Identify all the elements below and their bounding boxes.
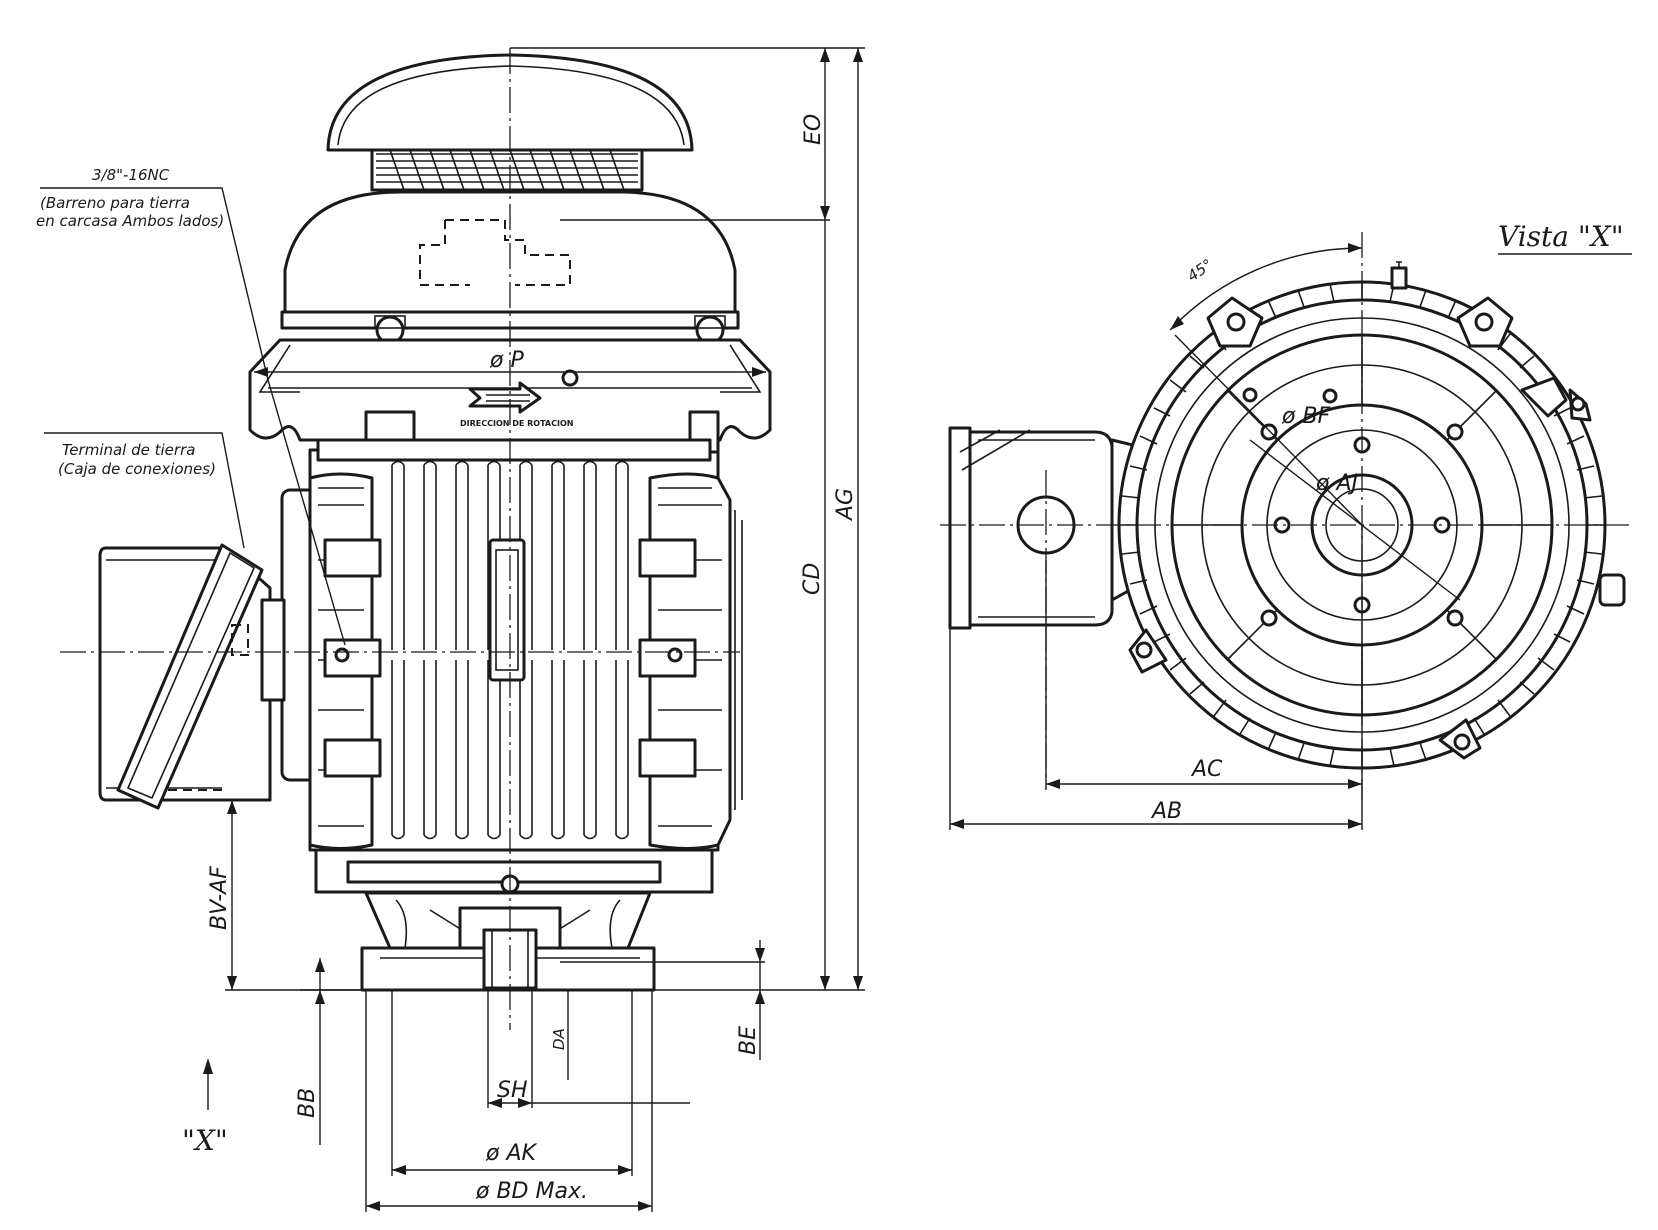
side-view: DIRECCION DE ROTACION [36, 47, 865, 1212]
dim-be-label: BE [736, 1026, 761, 1055]
terminal-box [98, 543, 286, 810]
dim-da-label: DA [550, 1028, 568, 1050]
dim-sh [487, 990, 690, 1108]
bf-dim-line [1249, 439, 1461, 601]
grease-fitting [1390, 261, 1408, 290]
view-title: Vista "X" [1498, 220, 1624, 253]
angle-ref-line [1174, 334, 1363, 526]
dim-bb [300, 958, 362, 1145]
ground-terminal-1: Terminal de tierra [62, 441, 195, 459]
ground-hole-desc-2: en carcasa Ambos lados) [36, 212, 224, 230]
dim-p-label: ø P [489, 348, 524, 373]
leaders [40, 187, 346, 646]
right-ribs [638, 472, 743, 850]
dim-ac-ab [949, 525, 1363, 830]
dim-bd [365, 990, 653, 1212]
nameplate [488, 538, 526, 682]
dim-bd-label: ø BD Max. [475, 1179, 588, 1204]
dim-angle [1169, 243, 1363, 331]
view-x-arrow-label: "X" [182, 1124, 228, 1157]
dim-ag-label: AG [833, 488, 858, 522]
dim-sh-label: SH [497, 1078, 528, 1103]
ground-hole-desc-1: (Barreno para tierra [40, 194, 190, 212]
dim-ab-label: AB [1150, 799, 1182, 824]
lower-base [314, 848, 714, 992]
end-view: Vista "X" [940, 220, 1632, 830]
dim-vertical-right [510, 47, 865, 991]
end-lugs [1128, 296, 1626, 760]
view-x-arrow [203, 1058, 213, 1110]
dim-bv-af-label: BV-AF [207, 866, 232, 930]
dim-aj-label: ø AJ [1315, 471, 1358, 496]
ground-terminal-2: (Caja de conexiones) [58, 460, 216, 478]
dim-cd-label: CD [800, 563, 825, 595]
dim-ak-label: ø AK [485, 1141, 538, 1166]
dim-ac-label: AC [1190, 757, 1223, 782]
left-ribs [308, 472, 382, 850]
dim-p [254, 367, 766, 377]
dim-ak [391, 990, 633, 1176]
dim-angle-label: 45° [1184, 255, 1216, 285]
dim-be [560, 940, 765, 1060]
rotation-arrow [468, 381, 542, 414]
rotation-label: DIRECCION DE ROTACION [460, 419, 573, 428]
dim-eo-label: EO [801, 114, 826, 145]
dim-bf-label: ø BF [1281, 404, 1331, 429]
ground-hole-spec: 3/8"-16NC [92, 166, 170, 184]
dim-bb-label: BB [295, 1088, 320, 1118]
